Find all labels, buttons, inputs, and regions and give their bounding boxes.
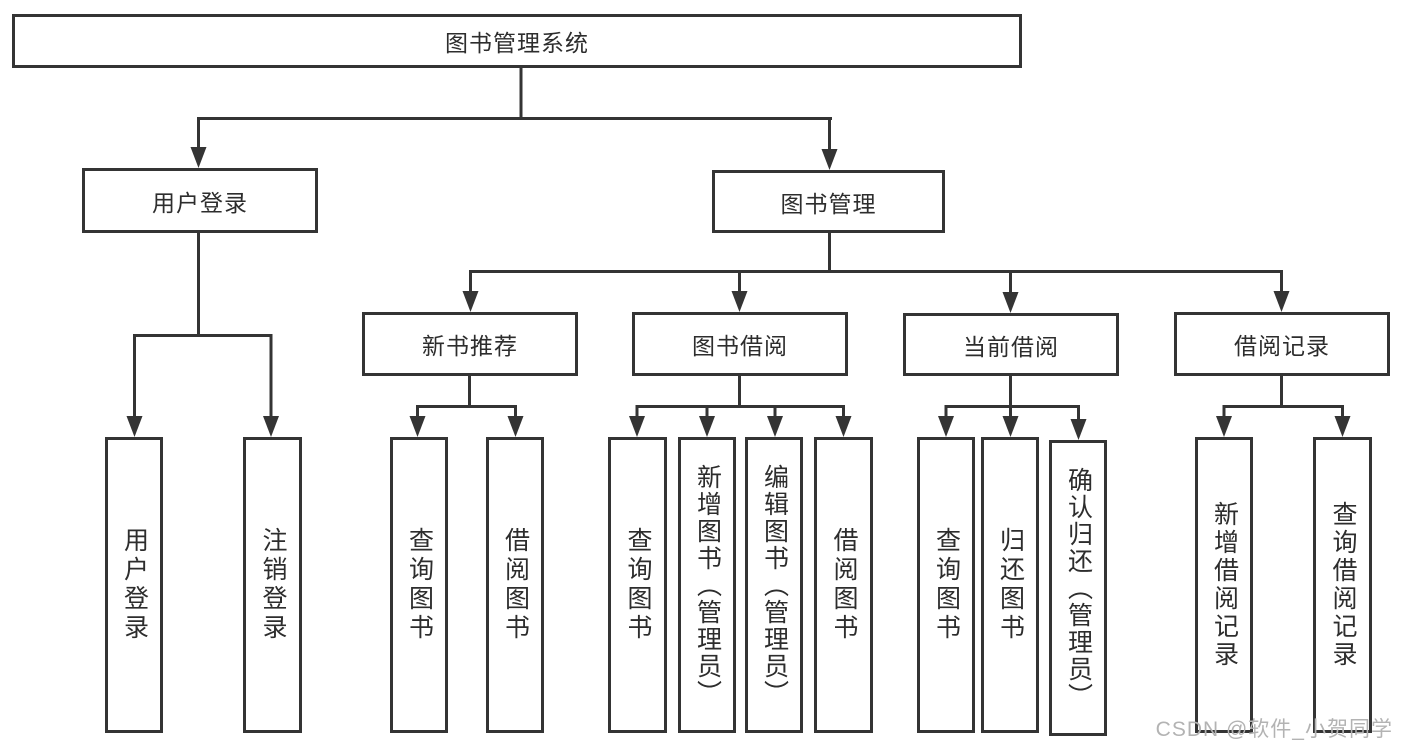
- leaf-user-login: 用户登录: [105, 437, 163, 733]
- csdn-watermark: CSDN @软件_小贺同学: [1155, 718, 1393, 741]
- leaf-current-query-books-label: 查询图书: [932, 527, 961, 643]
- leaf-return-books: 归还图书: [981, 437, 1039, 733]
- leaf-confirm-return-admin: 确认归还（管理员）: [1049, 440, 1107, 736]
- node-borrow-records-label: 借阅记录: [1234, 333, 1330, 359]
- node-current-borrow-label: 当前借阅: [963, 333, 1059, 360]
- leaf-logout: 注销登录: [243, 437, 302, 733]
- leaf-newbook-query-books-label: 查询图书: [405, 527, 434, 643]
- leaf-query-borrow-record: 查询借阅记录: [1313, 437, 1372, 733]
- leaf-edit-books-admin-label: 编辑图书（管理员）: [760, 463, 789, 707]
- leaf-confirm-return-admin-label: 确认归还（管理员）: [1064, 466, 1093, 710]
- node-new-book-recommend-label: 新书推荐: [422, 333, 518, 359]
- node-book-management-label: 图书管理: [780, 190, 877, 217]
- node-book-borrow-label: 图书借阅: [692, 333, 788, 359]
- leaf-borrow-borrow-books: 借阅图书: [814, 437, 873, 733]
- node-borrow-records: 借阅记录: [1174, 312, 1390, 376]
- leaf-borrow-query-books-label: 查询图书: [624, 527, 652, 643]
- leaf-return-books-label: 归还图书: [996, 527, 1025, 643]
- leaf-add-borrow-record: 新增借阅记录: [1195, 437, 1253, 733]
- node-user-login: 用户登录: [82, 168, 318, 233]
- node-book-management: 图书管理: [712, 170, 945, 233]
- leaf-newbook-query-books: 查询图书: [390, 437, 448, 733]
- node-book-borrow: 图书借阅: [632, 312, 848, 376]
- leaf-add-borrow-record-label: 新增借阅记录: [1210, 501, 1239, 669]
- leaf-newbook-borrow-books: 借阅图书: [486, 437, 544, 733]
- node-root-label: 图书管理系统: [445, 30, 589, 56]
- leaf-borrow-borrow-books-label: 借阅图书: [830, 527, 858, 643]
- node-new-book-recommend: 新书推荐: [362, 312, 578, 376]
- leaf-borrow-query-books: 查询图书: [608, 437, 667, 733]
- leaf-add-books-admin: 新增图书（管理员）: [678, 437, 736, 733]
- leaf-user-login-label: 用户登录: [120, 527, 149, 643]
- leaf-logout-label: 注销登录: [259, 527, 287, 643]
- node-root-system: 图书管理系统: [12, 14, 1022, 68]
- leaf-edit-books-admin: 编辑图书（管理员）: [745, 437, 803, 733]
- leaf-current-query-books: 查询图书: [917, 437, 975, 733]
- leaf-newbook-borrow-books-label: 借阅图书: [501, 527, 530, 643]
- node-user-login-label: 用户登录: [152, 189, 248, 216]
- leaf-add-books-admin-label: 新增图书（管理员）: [693, 463, 722, 707]
- node-current-borrow: 当前借阅: [903, 313, 1119, 376]
- leaf-query-borrow-record-label: 查询借阅记录: [1329, 501, 1357, 669]
